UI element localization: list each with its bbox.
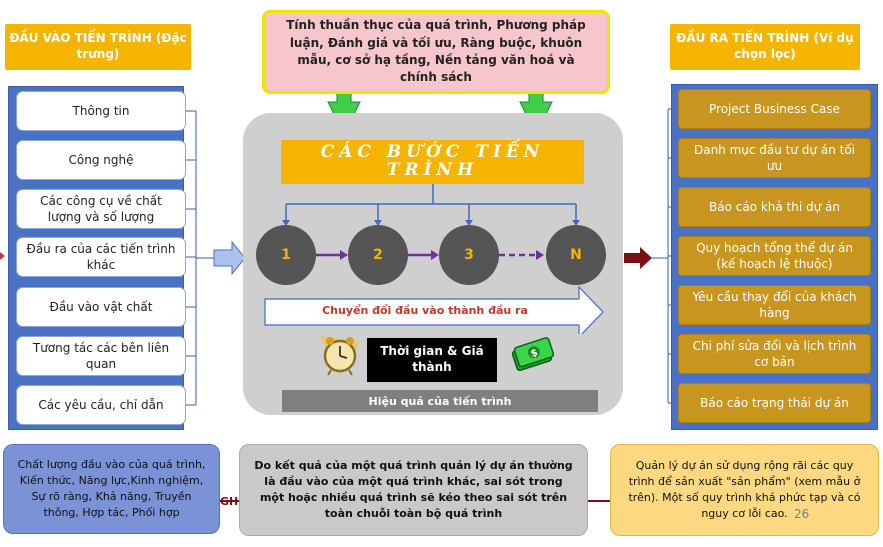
input-item-material: Đầu vào vật chất <box>16 287 186 327</box>
bottom-quality-box: Chất lượng đầu vào của quá trình, Kiến t… <box>3 444 220 534</box>
edge-arrow-left <box>0 252 5 260</box>
process-context-box: Tính thuần thục của quá trình, Phương ph… <box>262 10 610 94</box>
output-item-portfolio: Danh mục đầu tư dự án tối ưu <box>678 138 871 178</box>
output-arrow <box>624 247 652 269</box>
input-item-other-outputs: Đầu ra của các tiến trình khác <box>16 237 186 277</box>
svg-text:$: $ <box>529 347 539 360</box>
input-arrow <box>213 240 246 276</box>
output-item-business-case: Project Business Case <box>678 89 871 129</box>
transform-arrow <box>264 285 604 334</box>
time-cost-box: Thời gian & Giá thành <box>367 338 497 382</box>
output-item-master-plan: Quy hoạch tổng thể dự án (kế hoạch lệ th… <box>678 236 871 276</box>
transform-label: Chuyển đổi đầu vào thành đầu ra <box>322 304 528 317</box>
left-bracket <box>186 110 214 406</box>
output-item-status-report: Báo cáo trạng thái dự án <box>678 383 871 423</box>
money-icon: $ <box>511 337 555 372</box>
output-item-change-request: Yêu cầu thay đổi của khách hàng <box>678 285 871 325</box>
bottom-process-usage-box: Quản lý dự án sử dụng rộng rãi các quy t… <box>610 444 879 536</box>
steps-flow <box>264 184 604 334</box>
input-item-quality-tools: Các công cụ về chất lượng và số lượng <box>16 189 186 229</box>
bottom-error-chain-box: Do kết quả của một quá trình quản lý dự … <box>239 444 588 536</box>
input-item-information: Thông tin <box>16 91 186 131</box>
output-item-cost-schedule: Chi phí sửa đổi và lịch trình cơ bản <box>678 334 871 374</box>
bottom-hidden-text: GH <box>220 495 239 508</box>
input-header: ĐẦU VÀO TIẾN TRÌNH (Đặc trưng) <box>5 24 191 70</box>
step-2: 2 <box>348 225 408 285</box>
step-3: 3 <box>439 225 499 285</box>
output-header: ĐẦU RA TIẾN TRÌNH (Ví dụ chọn lọc) <box>670 24 860 70</box>
clock-icon <box>320 336 360 376</box>
input-item-requirements: Các yêu cầu, chỉ dẫn <box>16 385 186 425</box>
input-item-technology: Công nghệ <box>16 140 186 180</box>
step-1: 1 <box>256 225 316 285</box>
step-n: N <box>546 225 606 285</box>
output-item-feasibility: Báo cáo khả thi dự án <box>678 187 871 227</box>
page-number: 26 <box>794 507 810 521</box>
efficiency-bar: Hiệu quả của tiến trình <box>282 390 598 412</box>
process-steps-title: CÁC BƯỚC TIẾN TRÌNH <box>281 140 584 184</box>
input-item-stakeholders: Tương tác các bên liên quan <box>16 336 186 376</box>
